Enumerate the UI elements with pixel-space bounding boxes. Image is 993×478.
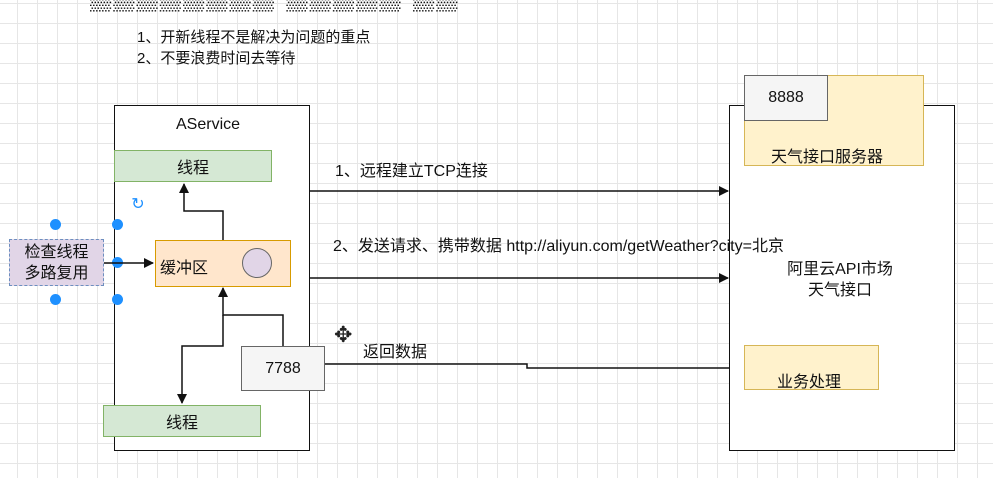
port-8888-node[interactable]: 8888 — [744, 75, 828, 121]
port-7788-node[interactable]: 7788 — [241, 346, 325, 391]
api-market-line-1: 阿里云API市场 — [787, 261, 893, 278]
multiplex-selector-node[interactable]: 检查线程 多路复用 — [9, 239, 104, 286]
port-7788-label: 7788 — [265, 359, 301, 377]
rotate-handle-icon[interactable]: ↻ — [131, 196, 145, 213]
arrow-port-to-buffer[interactable] — [218, 287, 284, 346]
step3-label: 返回数据 — [363, 344, 428, 361]
buffer-node[interactable]: 缓冲区 — [155, 240, 291, 287]
note-line-2: 2、不要浪费时间去等待 — [137, 50, 296, 67]
api-market-line-2: 天气接口 — [807, 282, 872, 299]
port-8888-label: 8888 — [768, 89, 804, 106]
thread-bottom-node[interactable]: 线程 — [103, 405, 261, 437]
multiplex-label-line-2: 多路复用 — [24, 264, 89, 282]
business-node[interactable]: 业务处理 — [744, 345, 879, 391]
buffer-circle-shape[interactable] — [242, 248, 272, 278]
step2-label: 2、发送请求、携带数据 http://aliyun.com/getWeather… — [333, 238, 784, 255]
multiplex-label-line-1: 检查线程 — [24, 243, 89, 261]
arrow-buffer-to-thread-top[interactable] — [179, 183, 224, 240]
move-cursor-icon: ✥ — [334, 322, 353, 347]
weather-server-label: 天气接口服务器 — [771, 149, 884, 166]
selection-handle-bottom-right[interactable] — [112, 294, 123, 305]
api-market-label: 阿里云API市场 天气接口 — [760, 259, 920, 301]
selection-handle-bottom-left[interactable] — [50, 294, 61, 305]
line-step3-return[interactable] — [325, 363, 729, 369]
thread-top-node[interactable]: 线程 — [114, 150, 272, 182]
arrow-buffer-to-thread-bottom[interactable] — [177, 315, 224, 404]
aservice-title: AService — [176, 116, 241, 133]
thread-bottom-label: 线程 — [165, 415, 198, 432]
selection-handle-top-left[interactable] — [50, 219, 61, 230]
note-line-1: 1、开新线程不是解决为问题的重点 — [137, 29, 371, 46]
buffer-label: 缓冲区 — [160, 260, 209, 277]
business-label: 业务处理 — [777, 374, 842, 391]
page-title-fragment: ▒▒▒▒▒▒▒▒ ▒▒▒▒▒ ▒▒ — [90, 0, 460, 12]
step1-label: 1、远程建立TCP连接 — [335, 163, 488, 180]
thread-top-label: 线程 — [176, 160, 209, 177]
selection-handle-top-right[interactable] — [112, 219, 123, 230]
